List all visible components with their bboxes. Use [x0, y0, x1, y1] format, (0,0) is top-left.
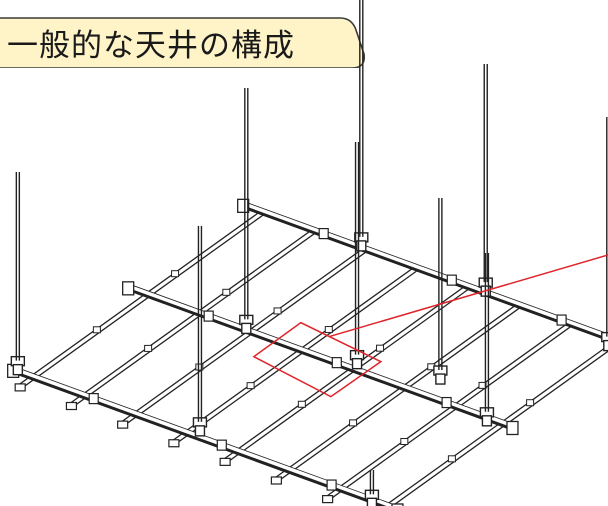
hanging-bolt-icon [438, 198, 443, 371]
hanger-clip-icon [239, 314, 254, 335]
title-tab [0, 17, 366, 68]
hanging-bolt-icon [15, 172, 21, 361]
hanger-clip-icon [192, 417, 208, 437]
ceiling-joist-icon [117, 247, 370, 429]
hanging-bolt-icon [359, 0, 364, 237]
ceiling-joist-icon [14, 210, 268, 392]
ceiling-joist-icon [270, 303, 524, 485]
ceiling-joist-icon [383, 344, 608, 506]
hanging-bolt-icon [354, 142, 360, 355]
main-channel-icon [7, 363, 404, 506]
diagram-title: 一般的な天井の構成 [7, 28, 295, 63]
hanger-clip-icon [354, 232, 369, 252]
hanger-clip-icon [479, 407, 495, 427]
hanging-bolt-icon [606, 117, 608, 337]
detail-callout [252, 254, 608, 398]
title-tab-shape [0, 17, 366, 68]
hanger-clip-icon [601, 331, 608, 352]
hanger-clip-icon [433, 365, 448, 385]
hanger-clip-icon [349, 349, 365, 370]
main-channel-icon [122, 281, 519, 436]
hanger-clip-icon [10, 355, 26, 376]
hanging-bolt-icon [484, 253, 490, 412]
hanging-bolt-icon [483, 64, 488, 283]
ceiling-joist-icon [65, 228, 319, 411]
hanging-bolt-icon [244, 88, 249, 320]
hanging-bolts [15, 0, 608, 495]
hanging-bolt-icon [197, 226, 203, 422]
main-channels [7, 198, 608, 506]
main-channel-icon [237, 198, 608, 342]
hanger-clips [10, 232, 608, 506]
hanger-clip-icon [364, 489, 380, 506]
ceiling-joist-icon [322, 321, 575, 504]
detail-callout-leader [328, 254, 608, 338]
detail-callout-frame [252, 321, 383, 398]
ceiling-joists [14, 210, 608, 506]
hanging-bolt-icon [369, 470, 375, 495]
